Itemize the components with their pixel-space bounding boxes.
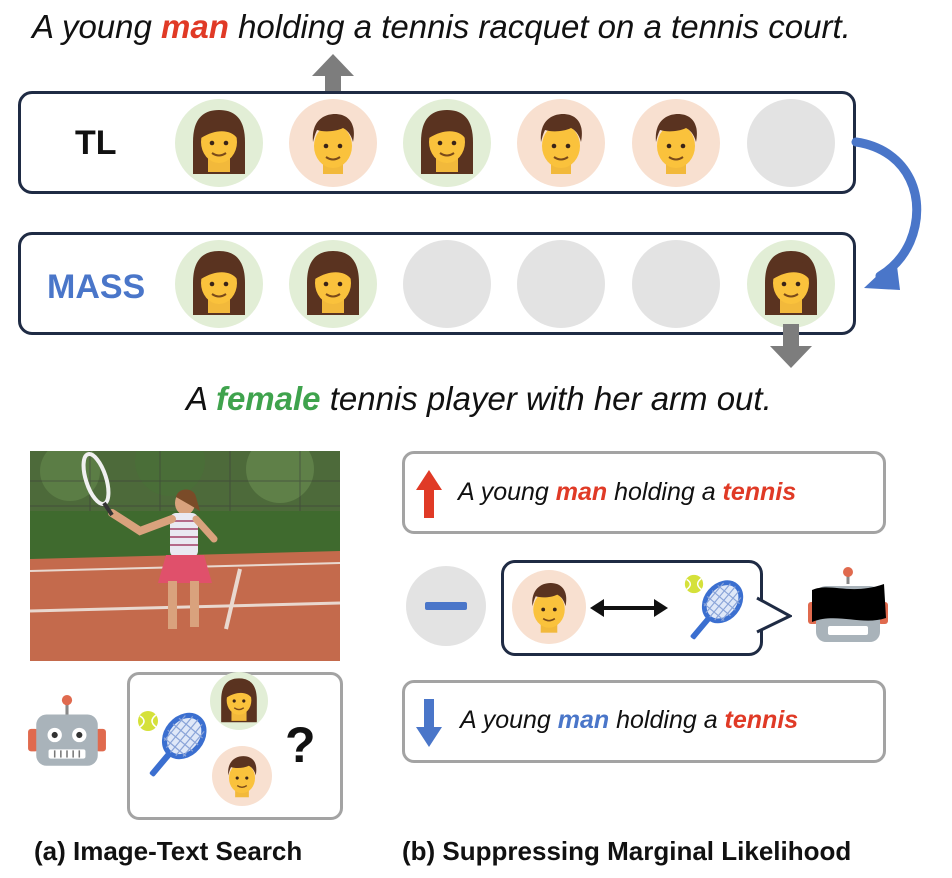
mass-slot-2-female-icon [289, 240, 377, 328]
blue-down-arrow-icon [416, 699, 442, 747]
up-box-pre: A young [458, 478, 556, 506]
mass-slot-5-empty [632, 240, 720, 328]
mass-slot-6-female-icon [747, 240, 835, 328]
bubble-male-face-icon [512, 570, 586, 644]
tennis-player-photo [30, 451, 340, 661]
minus-icon [406, 566, 486, 646]
down-box-text: A young man holding a tennis [460, 706, 798, 735]
tl-slot-4-male-icon [517, 99, 605, 187]
tl-slot-5-male-icon [632, 99, 720, 187]
up-arrow [312, 54, 354, 98]
up-box-text: A young man holding a tennis [458, 478, 796, 507]
down-arrow [770, 324, 812, 368]
up-box-word2: tennis [722, 478, 797, 506]
mass-slot-4-empty [517, 240, 605, 328]
top-caption-post: holding a tennis racquet on a tennis cou… [228, 8, 851, 45]
mid-caption: A female tennis player with her arm out. [186, 380, 772, 418]
search-male-face-icon [212, 746, 272, 806]
top-caption-pre: A young [32, 8, 162, 45]
down-box-pre: A young [460, 706, 558, 734]
censored-robot-icon [808, 567, 888, 642]
mid-caption-pre: A [186, 380, 216, 417]
tennis-ball-icon [138, 711, 158, 731]
tl-slot-3-female-icon [403, 99, 491, 187]
down-box-mid: holding a [609, 706, 725, 734]
tl-label: TL [75, 124, 117, 162]
tl-slot-6-empty [747, 99, 835, 187]
down-box-word1: man [557, 706, 610, 734]
tl-slot-2-male-icon [289, 99, 377, 187]
curved-arrow [851, 137, 922, 290]
bubble-ball-icon [684, 574, 704, 594]
mid-caption-highlight: female [215, 380, 321, 417]
up-box-mid: holding a [607, 478, 723, 506]
mass-slot-3-empty [403, 240, 491, 328]
red-up-arrow-icon [416, 470, 442, 518]
tl-slot-1-female-icon [175, 99, 263, 187]
up-box-word1: man [555, 478, 608, 506]
robot-icon [26, 694, 108, 776]
search-female-face-icon [210, 672, 268, 730]
top-caption-highlight: man [161, 8, 229, 45]
mass-slot-1-female-icon [175, 240, 263, 328]
down-box-word2: tennis [724, 706, 799, 734]
up-box [402, 451, 886, 534]
speech-bubble-tail [756, 596, 792, 634]
down-box [402, 680, 886, 763]
panel-a-caption: (a) Image-Text Search [34, 836, 303, 866]
panel-b-caption: (b) Suppressing Marginal Likelihood [402, 836, 852, 866]
top-caption: A young man holding a tennis racquet on … [32, 8, 851, 46]
mass-label: MASS [47, 268, 146, 306]
question-mark: ? [285, 717, 316, 773]
double-arrow-icon [590, 599, 668, 617]
mid-caption-post: tennis player with her arm out. [320, 380, 772, 417]
